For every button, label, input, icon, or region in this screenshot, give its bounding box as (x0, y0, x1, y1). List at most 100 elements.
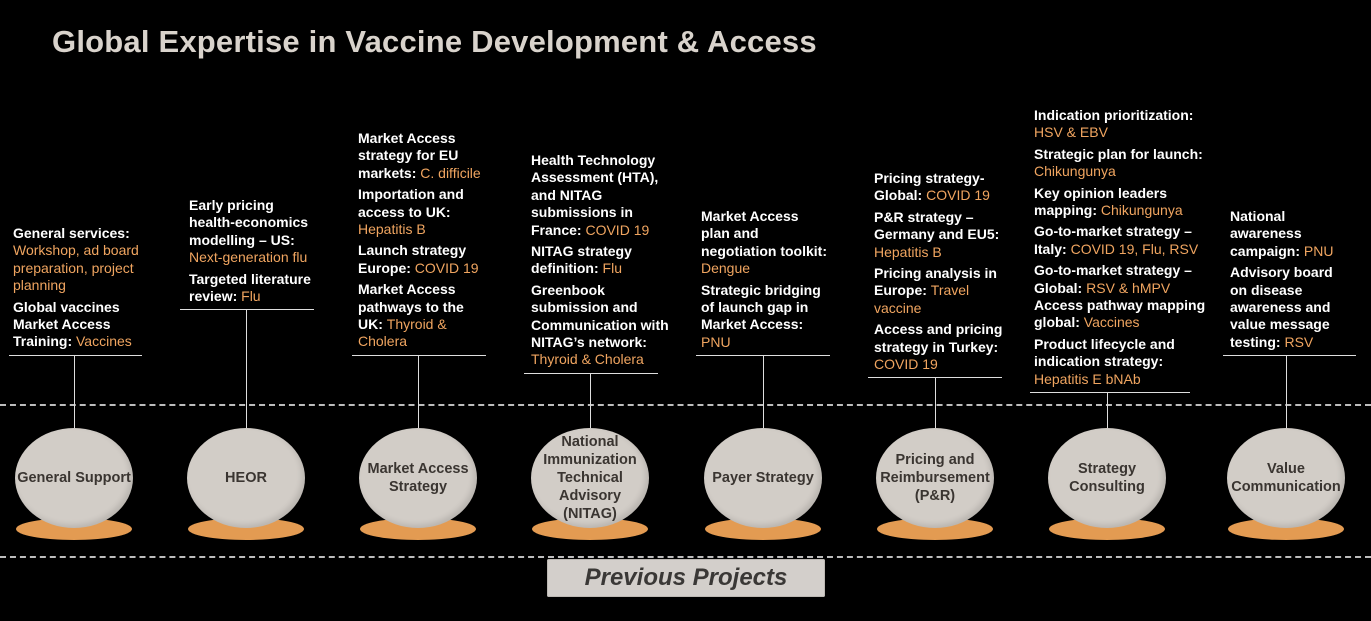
service-name: Value Communication (1231, 461, 1341, 495)
project-entry: Greenbook submission and Communication w… (531, 282, 677, 369)
circle-shadow (360, 518, 476, 540)
project-entry: Product lifecycle and indication strateg… (1034, 336, 1210, 388)
project-entry: Market Access strategy for EU markets: C… (358, 130, 484, 182)
project-entry: National awareness campaign: PNU (1230, 208, 1348, 260)
project-entry: Market Access pathways to the UK: Thyroi… (358, 281, 484, 351)
project-entry: Advisory board on disease awareness and … (1230, 264, 1348, 351)
connector-stem (1286, 355, 1287, 428)
project-list: Indication prioritization: HSV & EBV Stra… (1034, 107, 1210, 388)
project-description: Health Technology Assessment (HTA), and … (531, 152, 659, 238)
project-entry: Early pricing health-economics modelling… (189, 197, 315, 267)
project-description: Market Access strategy for EU markets: (358, 130, 459, 181)
service-circle-payer-strategy: Payer Strategy (704, 428, 822, 528)
connector-stem (763, 355, 764, 428)
project-description: Importation and access to UK: (358, 186, 464, 220)
project-disease: Chikungunya (1034, 163, 1116, 180)
connector-baseline (524, 373, 658, 374)
previous-projects-text: Previous Projects (584, 564, 788, 591)
project-disease: COVID 19 (874, 356, 938, 373)
project-description: Market Access plan and negotiation toolk… (701, 208, 827, 259)
project-entry: Market Access plan and negotiation toolk… (701, 208, 827, 278)
project-entry: P&R strategy – Germany and EU5: Hepatiti… (874, 209, 1012, 261)
connector-baseline (1223, 355, 1356, 356)
project-description: Advisory board on disease awareness and … (1230, 264, 1333, 350)
project-description: Pricing strategy- Global: (874, 170, 985, 204)
service-name: Pricing and Reimbursement (P&R) (880, 452, 990, 504)
project-entry: Go-to-market strategy – Italy: COVID 19,… (1034, 223, 1210, 258)
project-disease: COVID 19 (414, 259, 479, 276)
previous-projects-label: Previous Projects (547, 559, 825, 597)
project-entry: Global vaccines Market Access Training: … (13, 299, 139, 351)
project-disease: RSV (1284, 333, 1314, 350)
project-disease: Travel vaccine (874, 282, 970, 316)
project-disease: HSV & EBV (1034, 124, 1108, 141)
service-circle-heor: HEOR (187, 428, 305, 528)
service-name: General Support (17, 470, 131, 486)
project-list: General services: Workshop, ad board pre… (13, 225, 139, 351)
project-entry: NITAG strategy definition: Flu (531, 243, 677, 278)
service-circle-national-immunization-technical-advisory-nitag: National Immunization Technical Advisory… (531, 428, 649, 528)
project-disease: C. difficile (420, 164, 481, 181)
connector-stem (935, 377, 936, 428)
project-entry: Importation and access to UK: Hepatitis … (358, 186, 484, 238)
project-entry: Pricing strategy- Global: COVID 19 (874, 170, 1012, 205)
project-disease: Workshop, ad board preparation, project … (13, 242, 139, 294)
project-description: Market Access pathways to the UK: (358, 281, 464, 333)
service-name: Strategy Consulting (1069, 461, 1145, 495)
connector-baseline (180, 309, 314, 310)
project-disease: PNU (1303, 242, 1334, 259)
project-description: Indication prioritization: (1034, 107, 1194, 123)
circle-shadow (1228, 518, 1344, 540)
project-disease: Hepatitis B (358, 221, 426, 238)
project-entry: Access and pricing strategy in Turkey: C… (874, 321, 1012, 373)
project-description: Access pathway mapping global: (1034, 297, 1206, 331)
project-disease: Hepatitis B (874, 243, 942, 260)
project-description: Product lifecycle and indication strateg… (1034, 335, 1175, 370)
project-disease: Thyroid & Cholera (531, 351, 644, 368)
circle-shadow (705, 518, 821, 540)
project-description: Key opinion leaders mapping: (1034, 184, 1168, 219)
connector-stem (590, 373, 591, 428)
connector-stem (1107, 392, 1108, 428)
project-disease: Hepatitis E bNAb (1034, 370, 1141, 387)
project-description: Strategic plan for launch: (1034, 145, 1203, 162)
lower-dashed-divider (0, 556, 1371, 558)
project-entry: General services: Workshop, ad board pre… (13, 225, 139, 295)
circle-shadow (16, 518, 132, 540)
project-list: Market Access strategy for EU markets: C… (358, 130, 484, 351)
project-description: Launch strategy Europe: (358, 242, 467, 276)
circle-shadow (1049, 518, 1165, 540)
project-list: Market Access plan and negotiation toolk… (701, 208, 827, 351)
project-disease: Thyroid & Cholera (358, 316, 447, 350)
service-name: Payer Strategy (712, 470, 814, 486)
project-description: Early pricing health-economics modelling… (189, 197, 309, 248)
connector-stem (74, 355, 75, 428)
project-entry: Go-to-market strategy – Global: RSV & hM… (1034, 262, 1210, 332)
slide-title: Global Expertise in Vaccine Development … (52, 24, 817, 59)
project-disease: Dengue (701, 260, 751, 277)
project-description: Go-to-market strategy – Global: (1034, 262, 1192, 296)
project-description: Global vaccines Market Access Training: (13, 298, 120, 350)
circle-shadow (877, 518, 993, 540)
circle-shadow (188, 518, 304, 540)
project-description: National awareness campaign: (1230, 208, 1304, 259)
service-circle-pricing-and-reimbursement-p-r: Pricing and Reimbursement (P&R) (876, 428, 994, 528)
project-disease: COVID 19 (585, 221, 650, 238)
project-list: Health Technology Assessment (HTA), and … (531, 152, 677, 369)
project-description: Access and pricing strategy in Turkey: (874, 321, 1003, 355)
project-entry: Indication prioritization: HSV & EBV (1034, 107, 1210, 142)
project-disease: PNU (701, 333, 731, 350)
project-disease: Chikungunya (1100, 202, 1183, 219)
connector-baseline (1030, 392, 1190, 393)
project-description: P&R strategy – Germany and EU5: (874, 208, 1000, 243)
service-circle-value-communication: Value Communication (1227, 428, 1345, 528)
service-circle-market-access-strategy: Market Access Strategy (359, 428, 477, 528)
project-entry: Strategic plan for launch: Chikungunya (1034, 146, 1210, 181)
upper-dashed-divider (0, 404, 1371, 406)
project-entry: Key opinion leaders mapping: Chikungunya (1034, 185, 1210, 220)
project-disease: Vaccines (1083, 314, 1140, 331)
circle-shadow (532, 518, 648, 540)
connector-stem (246, 309, 247, 428)
